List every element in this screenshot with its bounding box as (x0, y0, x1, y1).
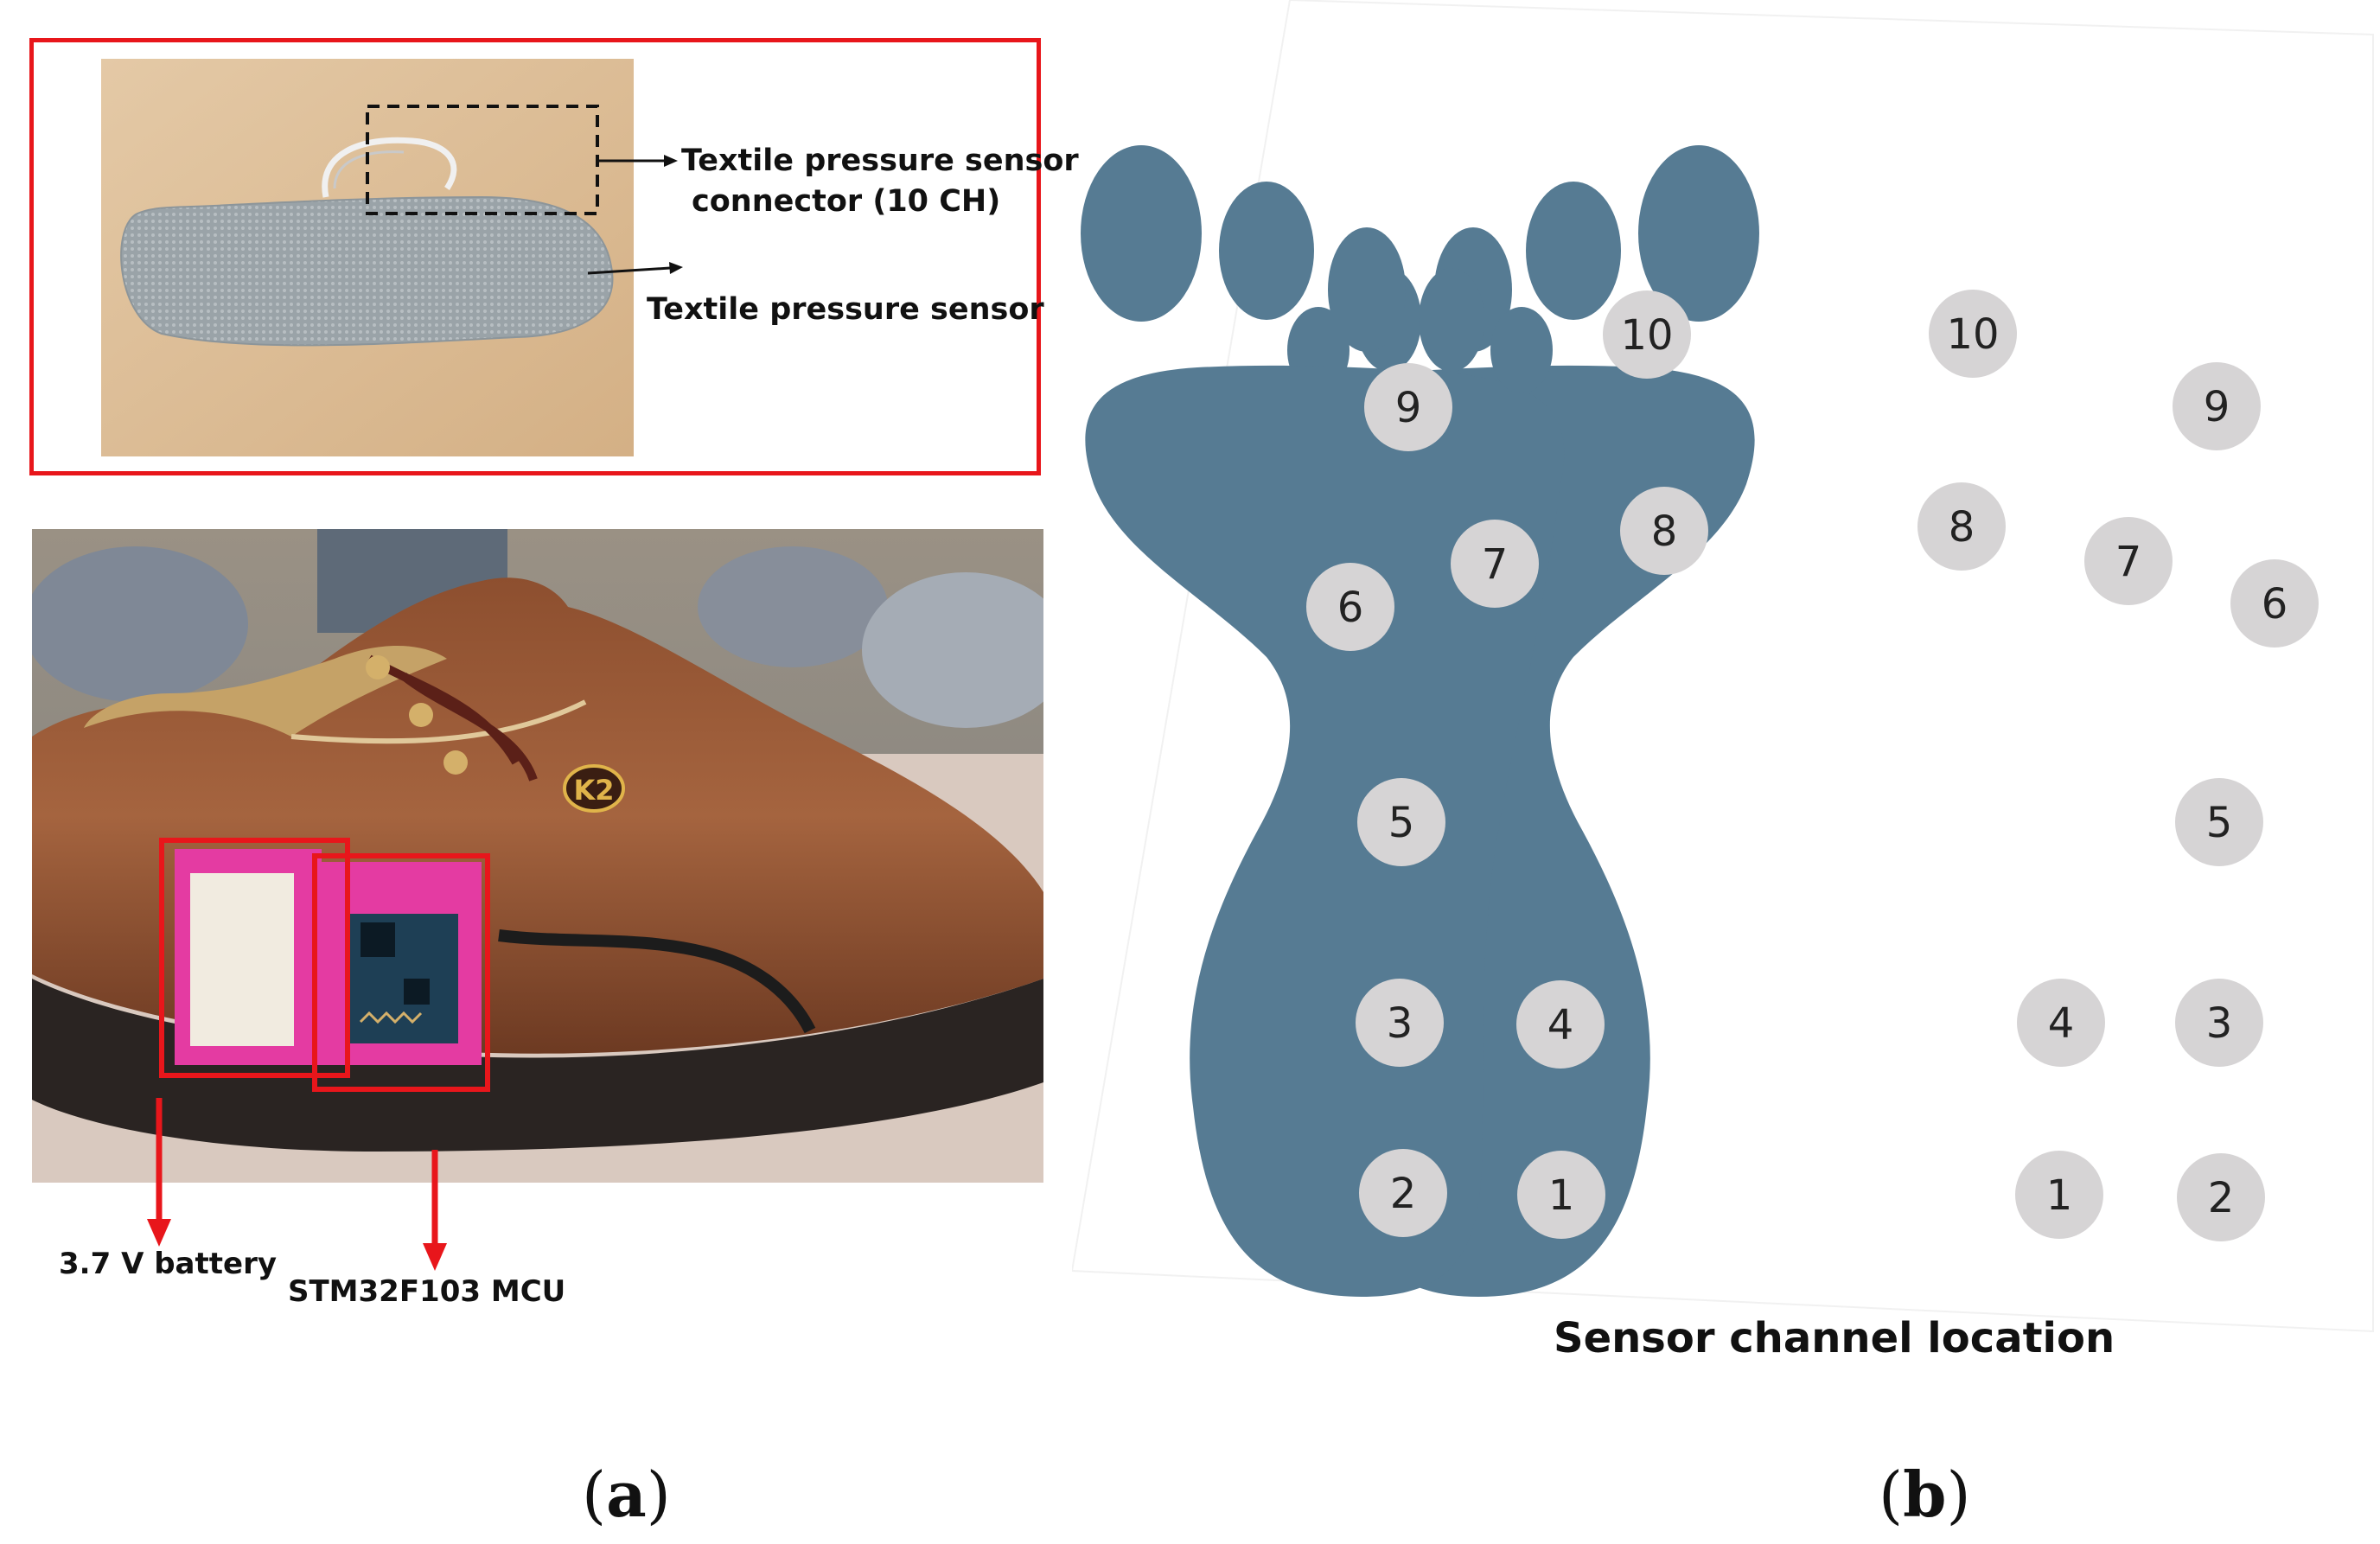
svg-text:6: 6 (2262, 580, 2288, 628)
svg-text:2: 2 (1390, 1170, 1417, 1218)
right-channel-8: 8 (1917, 482, 2006, 571)
sensor-label: Textile pressure sensor (647, 292, 1044, 327)
right-channel-4: 4 (2017, 979, 2105, 1067)
battery-cell (190, 873, 294, 1046)
right-channel-6: 6 (2230, 559, 2319, 648)
mcu-label: STM32F103 MCU (288, 1274, 566, 1309)
left-channel-5: 5 (1357, 778, 1445, 866)
svg-text:5: 5 (1388, 799, 1415, 847)
left-channel-9: 9 (1364, 363, 1452, 451)
svg-text:8: 8 (1651, 507, 1678, 556)
right-foot (1081, 145, 1565, 1297)
right-channel-5: 5 (2175, 778, 2263, 866)
panel-b-label: (b) (1879, 1458, 1971, 1531)
left-channel-6: 6 (1306, 563, 1394, 651)
right-channel-9: 9 (2173, 362, 2261, 450)
connector-label-line2: connector (10 CH) (692, 184, 1001, 219)
insole-photo (101, 59, 634, 456)
right-channel-7: 7 (2084, 517, 2173, 605)
left-channel-8: 8 (1620, 487, 1708, 575)
shoe-annotation-arrows (147, 1098, 447, 1271)
left-channel-3: 3 (1356, 979, 1444, 1067)
left-channel-1: 1 (1517, 1151, 1605, 1239)
mcu-highlight-box (312, 853, 490, 1092)
svg-text:2: 2 (2208, 1174, 2235, 1222)
left-foot-toe-2 (1526, 182, 1621, 320)
left-channel-markers: 10 9 8 7 6 5 3 4 2 1 (1306, 290, 1708, 1239)
svg-text:10: 10 (1946, 310, 1999, 359)
shoe-sole (32, 979, 1043, 1152)
svg-text:7: 7 (1482, 540, 1509, 589)
svg-text:3: 3 (1387, 999, 1413, 1048)
left-channel-4: 4 (1516, 980, 1605, 1069)
right-channel-markers: 10 9 8 7 6 5 4 3 1 2 (1917, 290, 2319, 1241)
left-foot-toe-1 (1638, 145, 1759, 322)
feet-diagram: 10 9 8 7 6 5 3 4 2 1 10 9 8 7 6 5 4 3 1 … (1072, 0, 2374, 1333)
svg-text:8: 8 (1949, 503, 1975, 552)
left-channel-10: 10 (1603, 290, 1691, 379)
svg-text:3: 3 (2206, 999, 2233, 1048)
svg-text:1: 1 (2046, 1171, 2073, 1220)
connector-cable (322, 137, 457, 198)
insole-shape (120, 195, 614, 347)
sensor-cable (498, 929, 816, 1034)
right-channel-3: 3 (2175, 979, 2263, 1067)
insole-annotation-arrows (588, 155, 683, 275)
connector-label-line1: Textile pressure sensor (681, 144, 1079, 178)
battery-label: 3.7 V battery (59, 1247, 277, 1281)
right-channel-2: 2 (2177, 1153, 2265, 1241)
k2-logo-text: K2 (573, 774, 614, 807)
k2-logo (563, 764, 625, 813)
svg-text:9: 9 (2204, 383, 2230, 431)
right-foot-sole (1085, 365, 1565, 1297)
svg-text:7: 7 (2115, 538, 2142, 586)
battery-highlight-box (159, 838, 350, 1078)
panel-a-label: (a) (582, 1458, 671, 1531)
right-channel-1: 1 (2015, 1151, 2103, 1239)
feet-caption: Sensor channel location (1554, 1314, 2115, 1362)
svg-text:1: 1 (1548, 1171, 1575, 1220)
insole-photo-frame (29, 38, 1041, 475)
svg-text:6: 6 (1337, 584, 1364, 632)
svg-text:4: 4 (1547, 1001, 1574, 1050)
shoe-photo: K2 (32, 529, 1043, 1183)
left-channel-2: 2 (1359, 1149, 1447, 1237)
left-channel-7: 7 (1451, 520, 1539, 608)
svg-text:10: 10 (1620, 311, 1673, 360)
right-channel-10: 10 (1929, 290, 2017, 378)
svg-text:5: 5 (2206, 799, 2233, 847)
svg-text:4: 4 (2048, 999, 2075, 1048)
svg-text:9: 9 (1395, 384, 1422, 432)
